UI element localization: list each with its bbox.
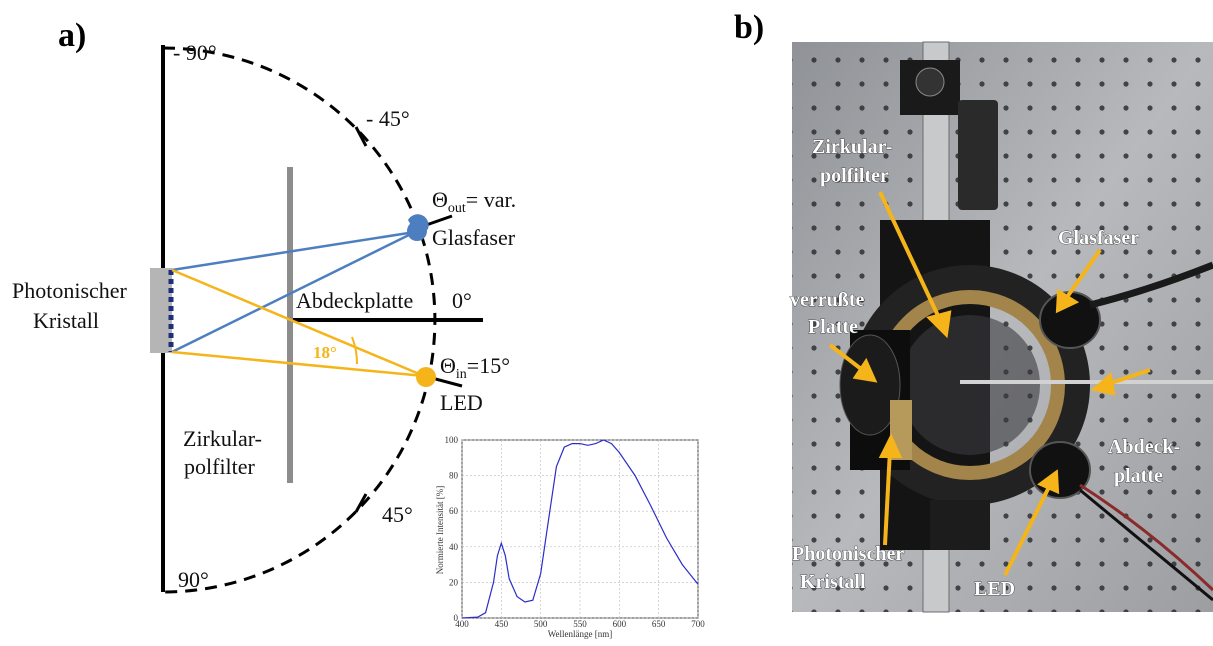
spectrum-ylabel: Normierte Intensität [%]	[435, 486, 445, 574]
arrow-verrusste-head	[852, 357, 878, 383]
sooty-plate-holder	[839, 334, 901, 436]
tick-minus45	[354, 126, 368, 147]
arrow-photonic	[883, 449, 892, 546]
label-minus90: - 90°	[173, 40, 217, 65]
panel-b-letter: b)	[734, 9, 764, 46]
arrow-photonic-head	[878, 433, 903, 458]
label-minus45: - 45°	[366, 106, 410, 131]
yellow-ray-top	[171, 268, 425, 378]
photo-label-led: LED	[974, 578, 1015, 600]
label-photonic-line1: Photonischer	[12, 278, 128, 303]
spectrum-y-tick-label: 20	[449, 577, 459, 587]
led-cable-red	[1079, 483, 1213, 592]
photo-label-verrusste1: verrußte	[790, 289, 865, 311]
blue-ray-top	[171, 230, 416, 272]
spectrum-x-tick-label: 400	[455, 619, 469, 629]
spectrum-x-tick-label: 600	[613, 619, 627, 629]
arrow-abdeck-head	[1090, 372, 1116, 396]
spectrum-x-tick-label: 450	[495, 619, 509, 629]
label-18-degrees: 18°	[313, 343, 337, 362]
label-theta-out: Θout= var.	[432, 187, 516, 216]
label-glasfaser: Glasfaser	[432, 225, 516, 250]
arrow-led	[1003, 484, 1052, 576]
lower-mount	[930, 500, 990, 550]
label-zirkular-line1: Zirkular-	[183, 426, 262, 451]
panel-a-letter: a)	[58, 17, 86, 54]
arrow-glasfaser-head	[1055, 288, 1080, 314]
photo-label-photonic2: Kristall	[800, 571, 866, 593]
schematic-svg: a) - 90° - 45° 0° 45° 90° Abdeckplatte P…	[12, 17, 705, 639]
angle-18-arc	[351, 336, 359, 365]
photo-label-zirkular1: Zirkular-	[812, 136, 892, 158]
spectrum-y-tick-label: 0	[454, 613, 459, 623]
led-cable-black	[1079, 488, 1213, 602]
label-theta-in: Θin=15°	[440, 353, 510, 382]
glass-fiber-icon	[407, 221, 427, 241]
arrow-glasfaser	[1063, 248, 1102, 302]
spectrum-xlabel: Wellenlänge [nm]	[548, 629, 613, 639]
arrow-zirkular	[878, 191, 942, 321]
arrow-led-head	[1037, 469, 1060, 495]
spectrum-y-tick-label: 80	[449, 471, 459, 481]
stage-center	[900, 315, 1040, 455]
spectrum-x-tick-label: 500	[534, 619, 548, 629]
photo-label-zirkular2: polfilter	[820, 165, 889, 187]
label-plus90: 90°	[178, 567, 209, 592]
fiber-cable	[1089, 261, 1213, 309]
photo-label-photonic1: Photonischer	[792, 543, 904, 565]
photo-label-glasfaser: Glasfaser	[1058, 227, 1139, 249]
yellow-ray-bottom	[171, 350, 425, 378]
blue-ray-bottom	[171, 230, 416, 354]
label-plus45: 45°	[382, 502, 413, 527]
label-zero: 0°	[452, 288, 472, 313]
label-zirkular-line2: polfilter	[184, 454, 256, 479]
spectrum-x-tick-label: 650	[652, 619, 666, 629]
arrow-zirkular-head	[926, 310, 952, 339]
photo-label-verrusste2: Platte	[808, 316, 858, 338]
panel-b-photo: b) Zirkular- polfilter Glasfase	[730, 0, 1213, 641]
panel-a-diagram: a) - 90° - 45° 0° 45° 90° Abdeckplatte P…	[12, 17, 705, 639]
label-abdeckplatte: Abdeckplatte	[296, 288, 413, 313]
spectrum-ticks: 400 450 500 550 600 650 700 0 20 40 60 80 100	[445, 435, 706, 629]
spectrum-chart: 400 450 500 550 600 650 700 0 20 40 60 80 100 Wellen…	[435, 435, 705, 639]
knob-icon	[915, 67, 945, 97]
label-photonic-line2: Kristall	[33, 308, 99, 333]
spectrum-y-tick-label: 60	[449, 506, 459, 516]
side-mount	[958, 100, 998, 210]
photonic-crystal-block	[150, 268, 172, 353]
annotation-arrows	[828, 191, 1151, 576]
led-icon	[416, 367, 436, 387]
photo-svg: b) Zirkular- polfilter Glasfase	[734, 9, 1213, 613]
arrow-verrusste	[828, 343, 867, 374]
spectrum-y-tick-label: 100	[445, 435, 459, 445]
spectrum-x-tick-label: 550	[573, 619, 587, 629]
spectrum-y-tick-label: 40	[449, 542, 459, 552]
spectrum-grid	[461, 439, 699, 619]
spectrum-series-line	[461, 439, 699, 619]
photo-label-abdeck2: platte	[1114, 465, 1163, 487]
tick-plus45	[354, 493, 368, 513]
label-led: LED	[440, 390, 483, 415]
photo-label-abdeck1: Abdeck-	[1108, 436, 1180, 458]
spectrum-x-tick-label: 700	[691, 619, 705, 629]
